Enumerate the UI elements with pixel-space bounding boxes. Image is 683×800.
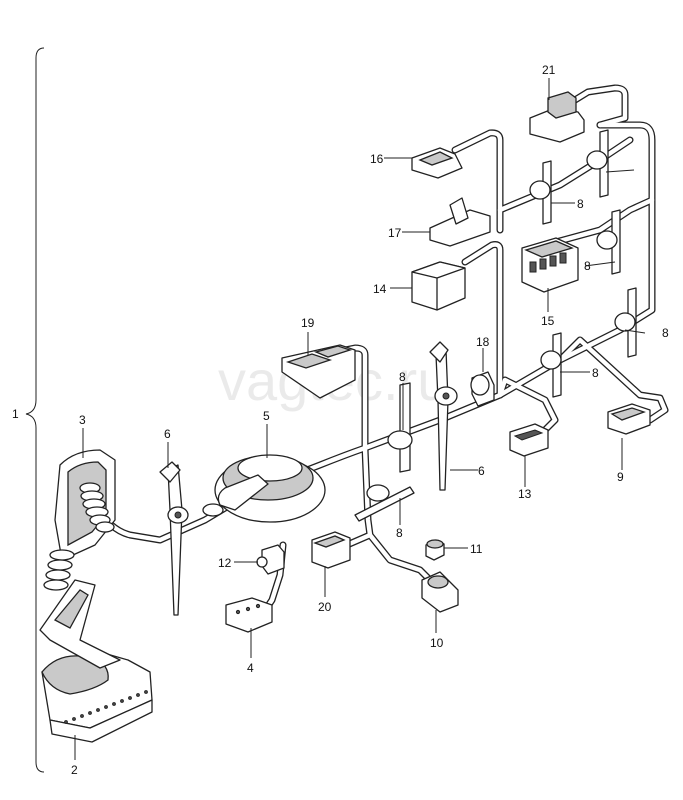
connector-part-13	[509, 423, 549, 457]
callout-3: 3	[79, 413, 86, 427]
connector-part-21	[529, 91, 585, 143]
clip-part-8-d	[614, 287, 637, 358]
callout-8-c: 8	[592, 366, 599, 380]
connector-part-9	[607, 403, 651, 435]
cable-tie-part-6-b	[429, 341, 458, 491]
clip-part-8-b	[354, 484, 415, 522]
connector-part-20	[311, 531, 351, 569]
callout-labels: 1 2 3 4 5 6 6 8 8 8 8 8 8 9 10 11 12 13 …	[12, 63, 669, 777]
connector-part-17	[429, 197, 491, 247]
connector-part-4	[225, 597, 273, 633]
callout-20: 20	[318, 600, 332, 614]
grommet-part-5	[202, 454, 326, 523]
callout-2: 2	[71, 763, 78, 777]
assembly-brace	[25, 47, 45, 773]
callout-13: 13	[518, 487, 532, 501]
callout-18: 18	[476, 335, 490, 349]
callout-21: 21	[542, 63, 556, 77]
connector-part-16	[411, 147, 463, 179]
connector-part-14	[411, 261, 466, 311]
main-connector-part-2	[41, 651, 153, 743]
callout-16: 16	[370, 152, 384, 166]
callout-11: 11	[470, 542, 483, 556]
callout-4: 4	[247, 661, 254, 675]
clip-part-8-c	[540, 332, 562, 398]
callout-6-b: 6	[478, 464, 485, 478]
connector-part-15	[521, 237, 579, 293]
callout-12: 12	[218, 556, 232, 570]
callout-8-e: 8	[584, 259, 591, 273]
callout-1: 1	[12, 407, 19, 421]
callout-5: 5	[263, 409, 270, 423]
callout-10: 10	[430, 636, 444, 650]
relay-block-part-19	[281, 344, 356, 399]
callout-9: 9	[617, 470, 624, 484]
callout-8-d: 8	[662, 326, 669, 340]
connector-part-10	[421, 571, 459, 613]
callout-8-a: 8	[399, 370, 406, 384]
callout-6-a: 6	[164, 427, 171, 441]
clip-part-8-g	[586, 129, 609, 198]
grommet-part-3	[43, 449, 116, 591]
cable-tie-part-6-a	[159, 461, 189, 616]
leader-lines	[74, 78, 646, 760]
callout-14: 14	[373, 282, 387, 296]
harness-sleeve	[39, 579, 121, 669]
callout-17: 17	[388, 226, 402, 240]
component-part-12	[256, 544, 285, 575]
pin-part-11	[425, 539, 445, 561]
callout-8-f: 8	[577, 197, 584, 211]
component-part-18	[470, 371, 495, 407]
clip-part-8-e	[596, 209, 621, 275]
clip-part-8-f	[529, 160, 552, 225]
callout-15: 15	[541, 314, 555, 328]
callout-8-b: 8	[396, 526, 403, 540]
callout-19: 19	[301, 316, 315, 330]
